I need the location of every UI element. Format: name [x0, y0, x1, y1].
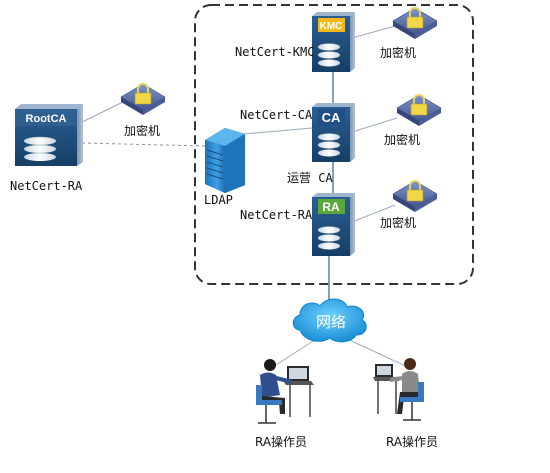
operator-right-caption: RA操作员 — [386, 434, 438, 449]
kmc-database-icon — [317, 43, 341, 67]
ra-server: RA — [312, 193, 355, 256]
kmc-encryptor-link — [351, 25, 396, 39]
ra-database-icon — [317, 226, 341, 250]
operator-left-caption: RA操作员 — [255, 434, 307, 449]
ra-title: RA — [322, 200, 340, 214]
ra-encryptor-link — [351, 204, 396, 223]
connectors — [69, 25, 411, 371]
ldap-to-ca-link — [243, 127, 313, 135]
rootca-title: RootCA — [26, 113, 67, 125]
rootca-database-icon — [23, 136, 57, 161]
kmc-caption: NetCert-KMC — [235, 45, 314, 59]
ca-caption: NetCert-CA — [240, 108, 313, 122]
network-to-operator-right — [344, 337, 411, 369]
encryptor-kmc-icon — [392, 7, 438, 39]
network-caption: 网络 — [316, 313, 346, 331]
rootca-caption: NetCert-RA — [10, 179, 83, 193]
encryptor-ca-icon — [396, 94, 442, 126]
encryptor-root-icon — [120, 83, 166, 115]
operator-left-icon — [256, 359, 314, 424]
ra-caption: NetCert-RA — [240, 208, 313, 222]
encryptor-root-caption: 加密机 — [124, 123, 160, 138]
kmc-server: KMC — [312, 12, 355, 72]
operator-right-icon — [373, 358, 424, 421]
network-cloud-icon — [292, 298, 367, 343]
ldap-server-icon — [205, 128, 245, 193]
ca-title: CA — [322, 110, 341, 125]
encryptor-kmc-caption: 加密机 — [380, 45, 416, 60]
ca-database-icon — [317, 133, 341, 157]
kmc-title: KMC — [320, 21, 343, 32]
root-to-ldap-link — [81, 142, 206, 147]
ca-encryptor-link — [351, 117, 398, 133]
encryptor-ra-icon — [392, 180, 438, 212]
network-to-operator-left — [267, 337, 319, 371]
ldap-caption: LDAP — [204, 193, 233, 207]
encryptor-ra-caption: 加密机 — [380, 215, 416, 230]
ca-server: CA — [312, 103, 355, 162]
ca-sub-caption: 运营 CA — [287, 171, 333, 185]
encryptor-ca-caption: 加密机 — [384, 132, 420, 147]
ca-system-boundary — [194, 4, 474, 285]
rootca-server: RootCA — [15, 104, 83, 166]
